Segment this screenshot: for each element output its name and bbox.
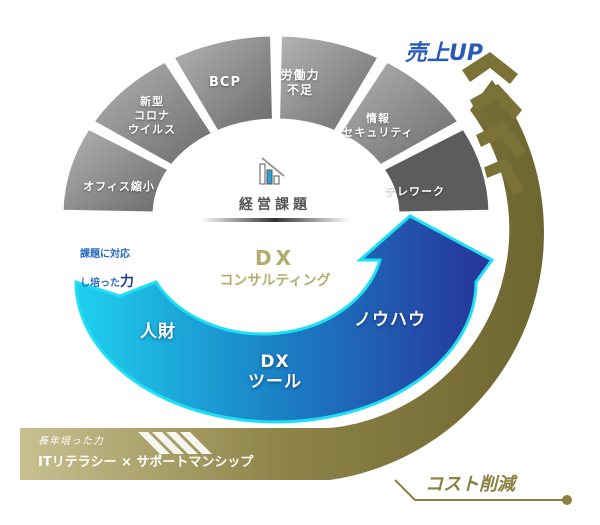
- left-note: 課題に対応 し培った力: [80, 236, 170, 291]
- ring-label-people: 人財: [140, 322, 176, 342]
- cost-reduction-label: コスト削減: [425, 474, 515, 495]
- sales-up-title: 売上UP: [405, 41, 483, 66]
- divider: [200, 218, 350, 222]
- left-note-line2: し培った: [80, 277, 120, 289]
- declining-chart-icon: [259, 157, 285, 185]
- challenge-segments: [60, 33, 492, 215]
- challenge-segment: [277, 33, 382, 134]
- blue-cycle-arrow: [74, 214, 495, 424]
- dot-icon: [562, 495, 572, 505]
- ring-label-knowhow: ノウハウ: [354, 310, 426, 330]
- challenge-segment: [170, 33, 275, 134]
- segment-label: テレワーク: [385, 185, 445, 198]
- segment-label: BCP: [209, 75, 241, 90]
- chevron-icon: [478, 158, 524, 196]
- gold-band-main: ITリテラシー × サポートマンシップ: [38, 455, 254, 470]
- segment-label: 新型 コロナ ウイルス: [128, 95, 176, 136]
- left-note-line1: 課題に対応: [80, 248, 130, 260]
- gold-band-sub: 長年培った力: [38, 436, 104, 447]
- dx-subtitle: コンサルティング: [219, 273, 331, 289]
- segment-label: オフィス縮小: [83, 180, 155, 193]
- challenge-segment: [90, 59, 216, 168]
- segment-label: 情報 セキュリティ: [342, 112, 414, 139]
- center-label: 経営課題: [239, 197, 311, 213]
- challenge-segment: [380, 126, 492, 215]
- dx-title: DX: [254, 246, 296, 270]
- ring-label-tools: DX ツール: [248, 352, 302, 393]
- gold-arrow-band: [20, 52, 572, 505]
- segment-label: 労働力 不足: [280, 68, 320, 97]
- left-note-strong: 力: [120, 273, 134, 290]
- challenge-segment: [336, 59, 462, 168]
- chevron-icon: [476, 121, 526, 159]
- chevron-icon: [470, 84, 522, 120]
- chevron-icon: [462, 52, 518, 84]
- challenge-segment: [60, 126, 172, 215]
